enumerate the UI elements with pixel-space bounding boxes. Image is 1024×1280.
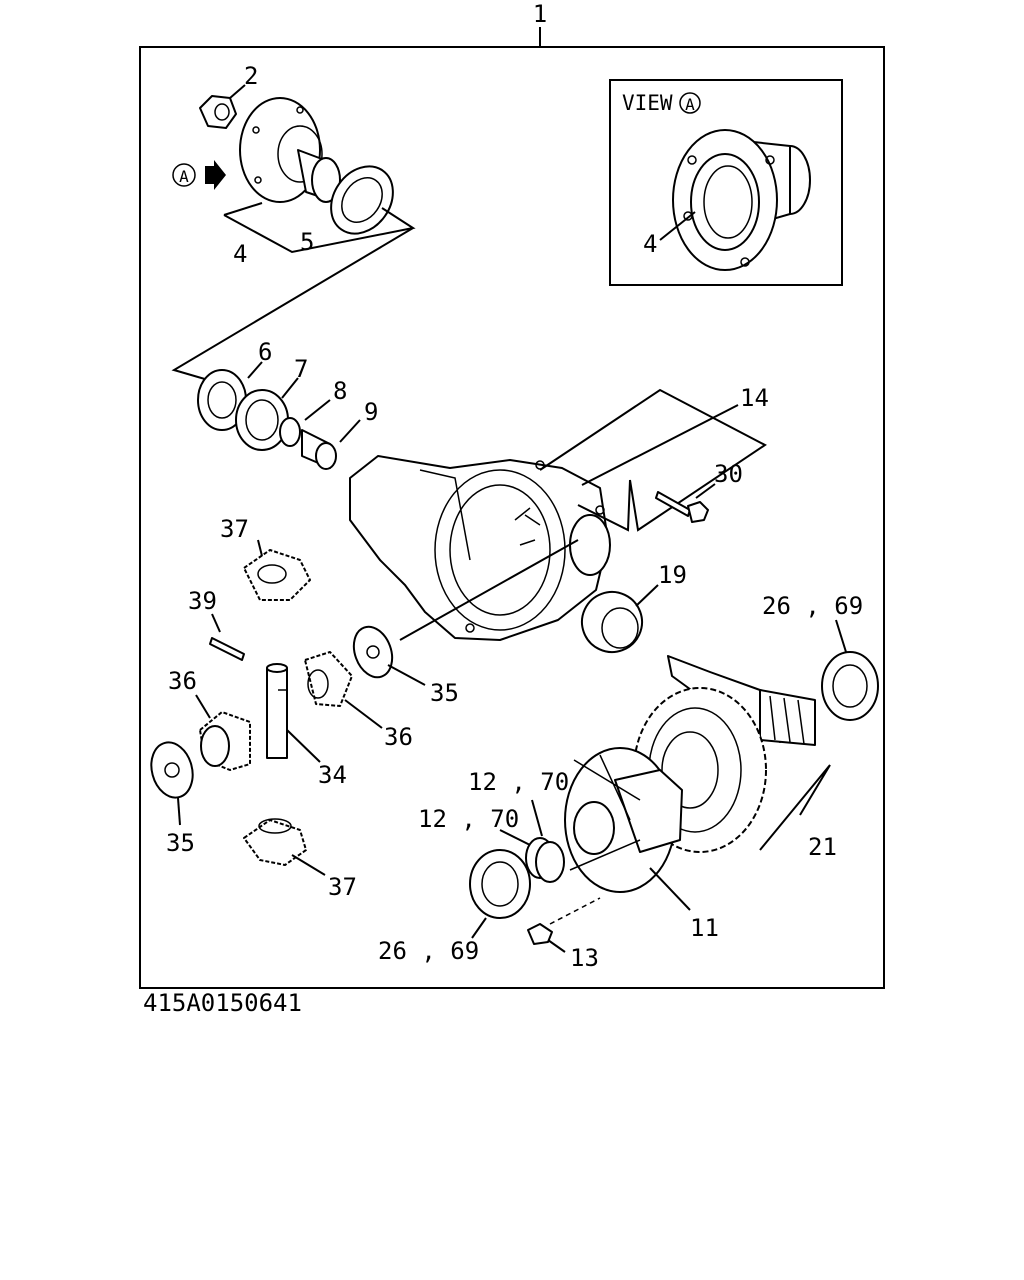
view-part-label: 4	[643, 230, 657, 258]
flange-rear-view	[672, 129, 811, 271]
callout-12-70-a: 12 , 70	[468, 768, 569, 796]
direction-arrow-a: A	[172, 160, 226, 190]
differential-carrier	[349, 455, 611, 641]
pinion-gear-center	[304, 651, 353, 707]
differential-case	[564, 747, 683, 893]
side-gear-lower	[243, 818, 307, 866]
callout-39: 39	[188, 587, 217, 615]
callout-37-bottom: 37	[328, 873, 357, 901]
ring-gear-bolt	[527, 923, 553, 945]
view-marker: A	[685, 95, 695, 114]
direction-marker: A	[179, 167, 189, 186]
callout-21: 21	[808, 833, 837, 861]
callout-35-left: 35	[166, 829, 195, 857]
pinion-bearing	[821, 651, 879, 721]
callout-6: 6	[258, 338, 272, 366]
diagram-frame	[139, 46, 885, 989]
callout-26-69-bottom: 26 , 69	[378, 937, 479, 965]
flange-nut	[199, 95, 237, 129]
thrust-washers	[525, 837, 565, 883]
lock-pin	[209, 637, 245, 661]
companion-flange	[239, 97, 341, 203]
callout-9: 9	[364, 398, 378, 426]
callout-11: 11	[690, 914, 719, 942]
callout-37-top: 37	[220, 515, 249, 543]
callout-34: 34	[318, 761, 347, 789]
view-marker-circle	[679, 92, 701, 114]
taper-roller-bearing	[235, 389, 289, 451]
callout-5: 5	[300, 228, 314, 256]
side-bearing	[581, 591, 643, 653]
callout-35-center: 35	[430, 679, 459, 707]
figure-code: 415A0150641	[143, 989, 302, 1017]
pinion-shaft	[266, 663, 288, 759]
diff-side-bearing	[469, 849, 531, 919]
bolt-30	[655, 491, 709, 523]
callout-26-69-right: 26 , 69	[762, 592, 863, 620]
callout-7: 7	[294, 355, 308, 383]
callout-13: 13	[570, 944, 599, 972]
callout-30: 30	[714, 460, 743, 488]
side-gear-left	[199, 711, 251, 771]
callout-14: 14	[740, 384, 769, 412]
view-a-inset: VIEW A 4	[609, 79, 843, 286]
shim	[279, 417, 301, 447]
drive-pinion	[667, 655, 816, 746]
side-gear-upper	[243, 549, 311, 601]
callout-12-70-b: 12 , 70	[418, 805, 519, 833]
callout-8: 8	[333, 377, 347, 405]
collapsible-spacer	[301, 429, 337, 470]
callout-19: 19	[658, 561, 687, 589]
callout-36-center: 36	[384, 723, 413, 751]
oil-seal	[330, 165, 394, 235]
callout-36-left: 36	[168, 667, 197, 695]
callout-4: 4	[233, 240, 247, 268]
callout-2: 2	[244, 62, 258, 90]
thrust-washer-left	[150, 741, 194, 799]
callout-1: 1	[533, 0, 547, 28]
thrust-washer-center	[352, 625, 394, 679]
view-title: VIEW	[622, 91, 673, 115]
